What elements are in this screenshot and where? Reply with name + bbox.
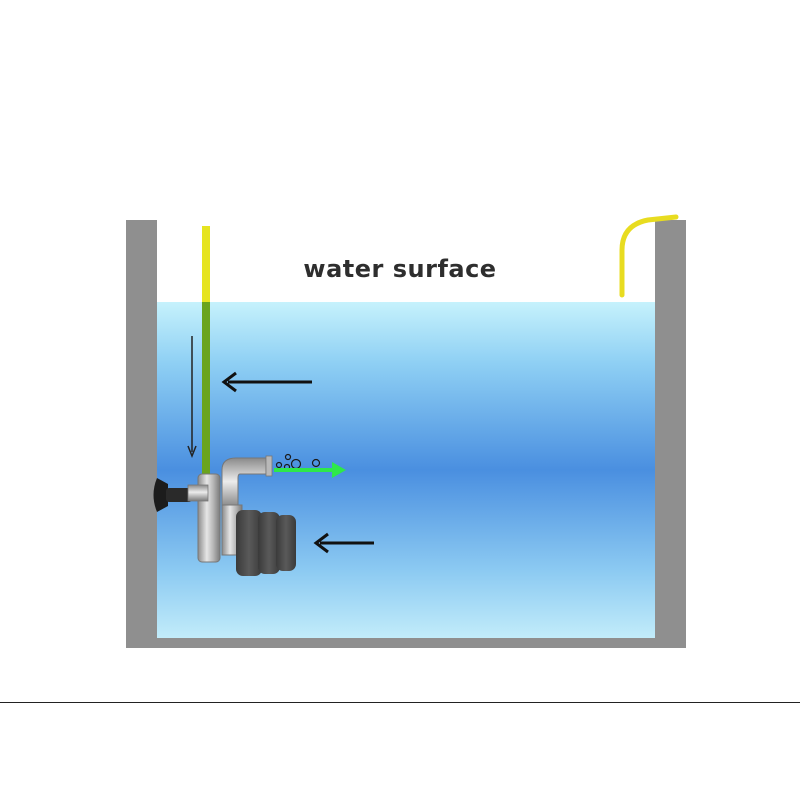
air-tube-outside xyxy=(619,214,679,298)
suction-cup-icon xyxy=(153,478,192,512)
tank-left-wall xyxy=(126,220,157,648)
sponge-filter-icon xyxy=(236,510,296,576)
outflow-arrowhead xyxy=(332,462,346,478)
downflow-arrowhead xyxy=(187,445,197,459)
air-tube-above-water xyxy=(202,226,210,304)
inflow-arrowhead-upper xyxy=(221,371,237,393)
divider-line xyxy=(0,702,800,703)
air-tube-submerged xyxy=(202,302,210,474)
water-surface-label: water surface xyxy=(303,255,497,283)
inflow-arrowhead-lower xyxy=(313,532,329,554)
tank-bottom xyxy=(126,638,686,648)
tank-right-wall xyxy=(655,220,686,648)
